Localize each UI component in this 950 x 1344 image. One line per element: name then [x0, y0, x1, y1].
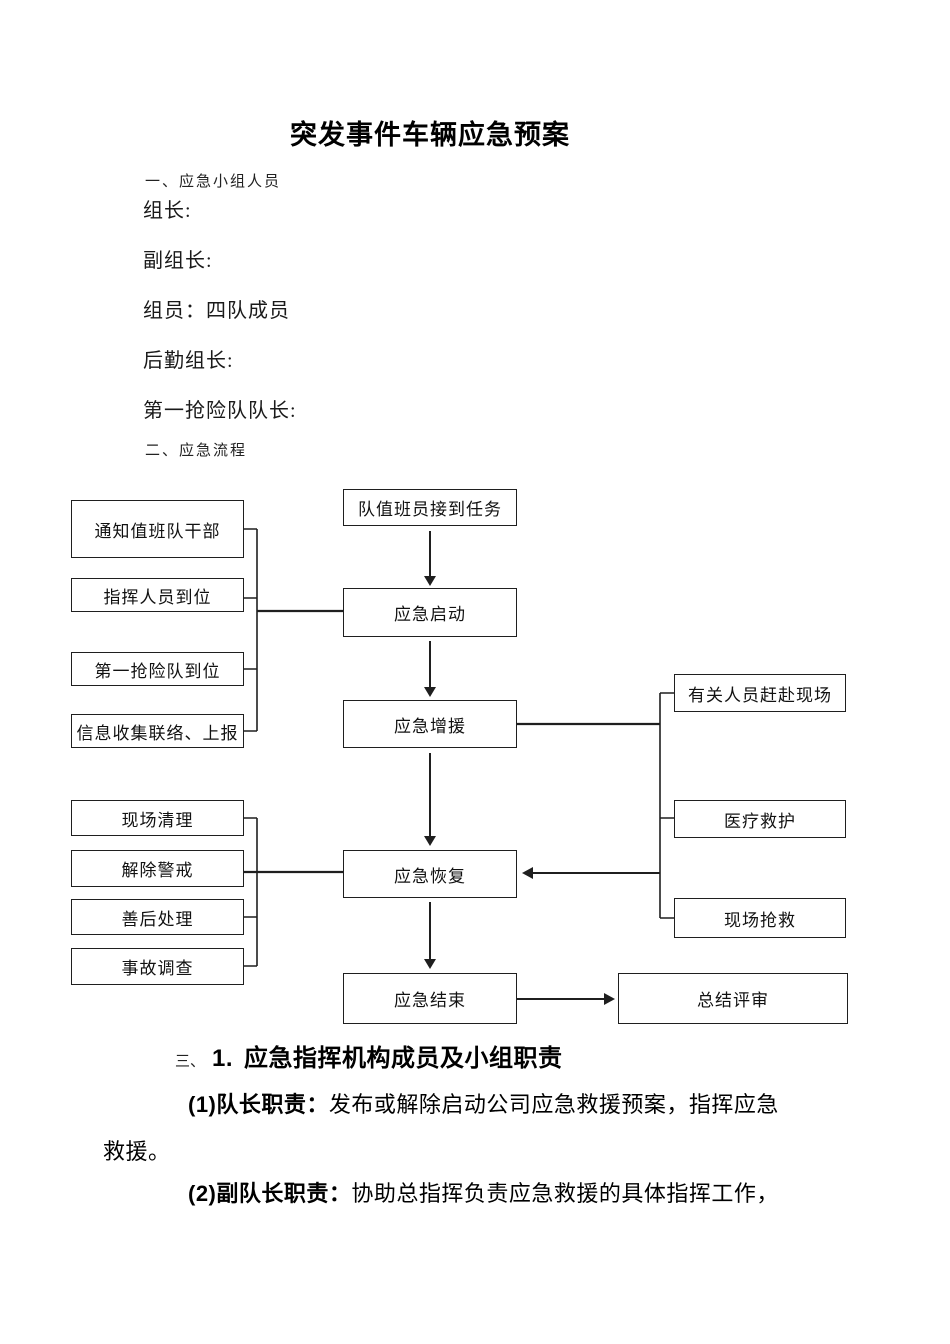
member-line-deputy-leader: 副组长:	[143, 250, 213, 272]
flow-box-notify-cadre: 通知值班队干部	[71, 500, 244, 558]
section-3-title: 应急指挥机构成员及小组职责	[244, 1045, 563, 1072]
flow-box-label: 应急结束	[394, 991, 466, 1010]
flow-box-label: 有关人员赶赴现场	[688, 685, 832, 705]
flow-box-emergency-start: 应急启动	[343, 588, 517, 637]
flow-box-label: 通知值班队干部	[94, 521, 221, 541]
section-3-prefix: 三、	[175, 1054, 206, 1070]
flow-box-command-in-place: 指挥人员到位	[71, 578, 244, 612]
duty-item-1-colon: ：	[306, 1092, 329, 1117]
flow-box-emergency-recover: 应急恢复	[343, 850, 517, 898]
flow-box-related-to-scene: 有关人员赶赴现场	[674, 674, 846, 712]
flow-box-label: 现场抢救	[724, 910, 796, 930]
member-line-first-rescue-captain: 第一抢险队队长:	[143, 400, 297, 422]
flow-box-aftermath-handle: 善后处理	[71, 899, 244, 935]
section-1-heading: 一、应急小组人员	[145, 174, 282, 190]
duty-item-1-text: 发布或解除启动公司应急救援预案，指挥应急	[328, 1092, 779, 1117]
flow-box-label: 第一抢险队到位	[94, 661, 221, 681]
flow-box-label: 事故调查	[121, 959, 194, 978]
flow-box-lift-alert: 解除警戒	[71, 850, 244, 887]
flow-box-scene-rescue: 现场抢救	[674, 898, 846, 938]
flow-box-accident-investigation: 事故调查	[71, 948, 244, 985]
flow-box-label: 总结评审	[697, 991, 769, 1010]
flow-box-medical-rescue: 医疗救护	[674, 800, 846, 838]
flow-box-label: 现场清理	[121, 810, 194, 830]
flow-box-receive-task: 队值班员接到任务	[343, 489, 517, 526]
duty-item-1-line-1: (1)队长职责：发布或解除启动公司应急救援预案，指挥应急	[188, 1087, 779, 1119]
flow-box-label: 信息收集联络、上报	[76, 723, 239, 743]
flow-box-scene-clean: 现场清理	[71, 800, 244, 836]
flow-box-label: 善后处理	[121, 909, 194, 929]
flow-box-label: 医疗救护	[724, 811, 796, 831]
flow-box-info-collect-report: 信息收集联络、上报	[71, 714, 244, 748]
flow-box-label: 应急启动	[394, 605, 466, 624]
duty-item-2-label: (2)副队长职责	[188, 1181, 329, 1206]
section-2-heading: 二、应急流程	[145, 443, 248, 459]
member-line-members: 组员：四队成员	[143, 300, 290, 322]
section-3-number: 1.	[212, 1045, 234, 1072]
duty-item-2-line-1: (2)副队长职责：协助总指挥负责应急救援的具体指挥工作，	[188, 1176, 779, 1208]
duty-item-2-colon: ：	[328, 1181, 352, 1206]
flow-box-emergency-end: 应急结束	[343, 973, 517, 1024]
flow-box-label: 指挥人员到位	[103, 587, 212, 607]
document-title: 突发事件车辆应急预案	[290, 120, 570, 150]
flow-box-summary-review: 总结评审	[618, 973, 848, 1024]
flow-box-label: 队值班员接到任务	[358, 500, 502, 519]
member-line-leader: 组长:	[143, 200, 192, 222]
section-3-heading: 三、 1. 应急指挥机构成员及小组职责	[175, 1038, 563, 1073]
flow-box-label: 应急恢复	[394, 866, 466, 886]
flow-box-emergency-reinforce: 应急增援	[343, 700, 517, 748]
flow-box-label: 解除警戒	[121, 861, 194, 880]
duty-item-2-text: 协助总指挥负责应急救援的具体指挥工作，	[351, 1181, 779, 1206]
duty-item-1-label: (1)队长职责	[188, 1092, 307, 1117]
flow-box-first-team-in-place: 第一抢险队到位	[71, 652, 244, 686]
member-line-logistics-leader: 后勤组长:	[143, 350, 234, 372]
duty-item-1-line-2: 救援。	[103, 1139, 171, 1164]
flow-box-label: 应急增援	[394, 716, 466, 736]
